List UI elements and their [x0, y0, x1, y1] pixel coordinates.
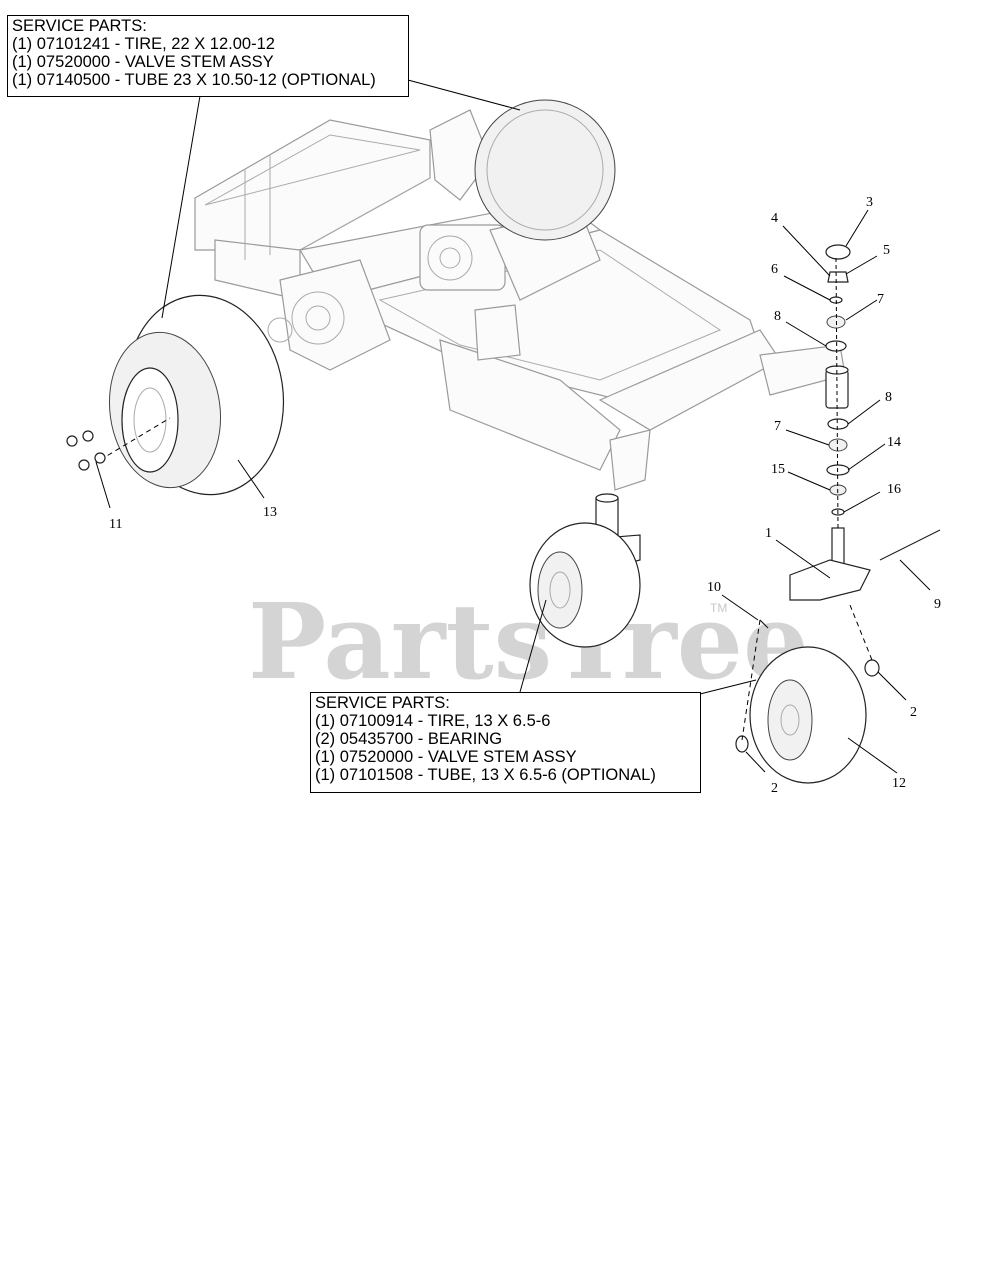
service-parts-rear-line: (1) 07101241 - TIRE, 22 X 12.00-12 — [12, 35, 275, 53]
service-parts-front-line: (1) 07100914 - TIRE, 13 X 6.5-6 — [315, 712, 551, 730]
exploded-caster-parts — [735, 244, 941, 784]
callout-16: 16 — [887, 482, 901, 497]
service-parts-rear-box: SERVICE PARTS: (1) 07101241 - TIRE, 22 X… — [7, 15, 409, 97]
leader-lines — [95, 79, 931, 774]
callout-7a: 7 — [877, 292, 884, 307]
callout-numbers: 1 2 2 3 4 5 6 7 7 8 8 9 10 11 12 13 14 1… — [109, 195, 941, 796]
service-parts-rear-line: (1) 07520000 - VALVE STEM ASSY — [12, 53, 274, 71]
callout-14: 14 — [887, 435, 901, 450]
front-caster-assembled — [529, 493, 641, 648]
callout-3: 3 — [866, 195, 873, 210]
callout-11: 11 — [109, 517, 122, 532]
watermark-trademark: TM — [710, 601, 727, 615]
callout-15: 15 — [771, 462, 785, 477]
callout-7b: 7 — [774, 419, 781, 434]
rear-left-tire — [99, 294, 285, 496]
callout-4: 4 — [771, 211, 778, 226]
service-parts-front-line: (1) 07520000 - VALVE STEM ASSY — [315, 748, 577, 766]
service-parts-front-heading: SERVICE PARTS: — [315, 694, 450, 712]
callout-5: 5 — [883, 243, 890, 258]
service-parts-rear-line: (1) 07140500 - TUBE 23 X 10.50-12 (OPTIO… — [12, 71, 376, 89]
callout-9: 9 — [934, 597, 941, 612]
service-parts-rear-heading: SERVICE PARTS: — [12, 17, 147, 35]
callout-10: 10 — [707, 580, 721, 595]
callout-6: 6 — [771, 262, 778, 277]
service-parts-front-line: (1) 07101508 - TUBE, 13 X 6.5-6 (OPTIONA… — [315, 766, 656, 784]
rear-right-tire — [474, 99, 616, 241]
watermark-text: PartsTree — [248, 580, 809, 703]
service-parts-front-box: SERVICE PARTS: (1) 07100914 - TIRE, 13 X… — [310, 692, 701, 793]
callout-12: 12 — [892, 776, 906, 791]
callout-1: 1 — [765, 526, 772, 541]
callout-2a: 2 — [910, 705, 917, 720]
callout-2b: 2 — [771, 781, 778, 796]
service-parts-front-line: (2) 05435700 - BEARING — [315, 730, 503, 748]
callout-8b: 8 — [885, 390, 892, 405]
lug-nuts — [66, 430, 106, 471]
callout-8a: 8 — [774, 309, 781, 324]
callout-13: 13 — [263, 505, 277, 520]
